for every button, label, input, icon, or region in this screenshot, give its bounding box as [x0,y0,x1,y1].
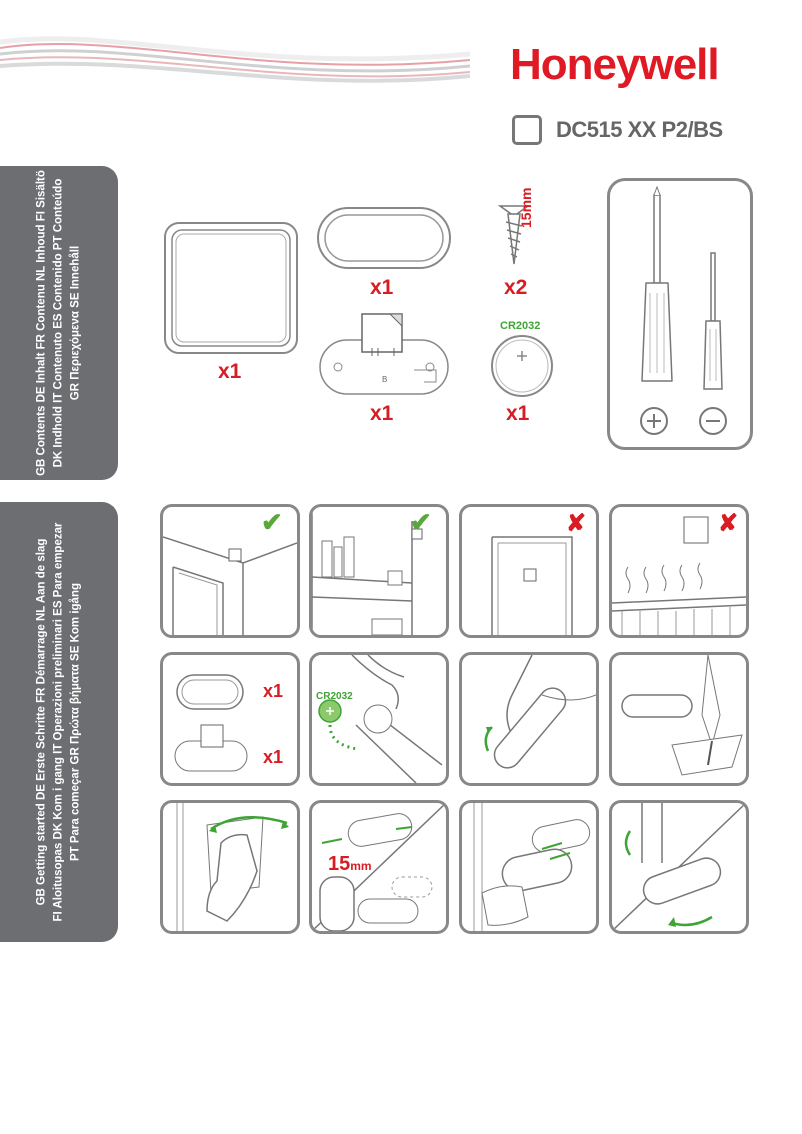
step-qty-top: x1 [263,681,284,701]
contents-tab-line-2: DK Indhold IT Contenuto ES Contenido PT … [52,178,65,468]
step-clean-surface [160,800,300,934]
model-checkbox [512,115,542,145]
screws-qty: x2 [504,276,528,299]
step-location-corner-ok: ✔ [160,504,300,638]
contents-tab-text: GB Contents DE Inhalt FR Contenu NL Inho… [34,170,85,476]
step-attach-cover [459,800,599,934]
battery-type-label: CR2032 [500,320,541,332]
magnet-housing-illustration [164,222,298,354]
step-battery-label: CR2032 [316,691,353,702]
bad-mark-2: ✘ [718,510,739,537]
getting-started-tab-text: GB Getting started DE Erste Schritte FR … [34,523,85,922]
tools-panel [607,178,753,450]
getting-started-tab-line-1: GB Getting started DE Erste Schritte FR … [35,538,48,906]
getting-started-tab-line-3: PT Para começar GR Πρώτα βήματα SE Kom i… [69,582,82,862]
step-mount-base: 15mm [309,800,449,934]
getting-started-tab-line-2: FI Aloitusopas DK Kom i gang IT Operazio… [52,522,65,922]
bad-mark-1: ✘ [566,510,587,537]
step-pull-tab [609,652,749,786]
step-screw-length-num: 15 [328,853,351,875]
screw-length-label: 15mm [518,187,534,228]
screwdrivers-illustration [640,185,727,435]
contents-tab-line-3: GR Περιεχόμενα SE Innehåll [69,245,82,401]
brand-logo: Honeywell [510,40,720,89]
battery-qty: x1 [506,402,530,425]
step-qty-bottom: x1 [263,747,284,767]
step-open-cover [459,652,599,786]
sensor-cover-illustration [317,207,451,269]
step-insert-battery: CR2032 [309,652,449,786]
step-location-door-bad: ✘ [459,504,599,638]
step-location-shelf-ok: ✔ [309,504,449,638]
step-parts-check: x1 x1 [160,652,300,786]
contents-tab-line-1: GB Contents DE Inhalt FR Contenu NL Inho… [35,170,48,476]
step-screw-length: 15mm [328,853,372,876]
sensor-cover-qty: x1 [370,276,394,299]
decorative-swoosh [0,36,470,83]
svg-text:B: B [382,375,387,384]
model-code: DC515 XX P2/BS [556,117,723,142]
step-release-cover [609,800,749,934]
ok-mark-2: ✔ [410,507,432,537]
magnet-housing-qty: x1 [218,360,242,383]
screws-illustration [498,205,531,265]
contents-tab: GB Contents DE Inhalt FR Contenu NL Inho… [0,166,118,480]
sensor-base-qty: x1 [370,402,394,425]
step-location-radiator-bad: ✘ [609,504,749,638]
step-screw-length-unit: mm [350,859,372,873]
ok-mark-1: ✔ [261,507,283,537]
sensor-base-illustration: B [319,313,449,395]
getting-started-tab: GB Getting started DE Erste Schritte FR … [0,502,118,942]
battery-illustration [491,335,553,397]
